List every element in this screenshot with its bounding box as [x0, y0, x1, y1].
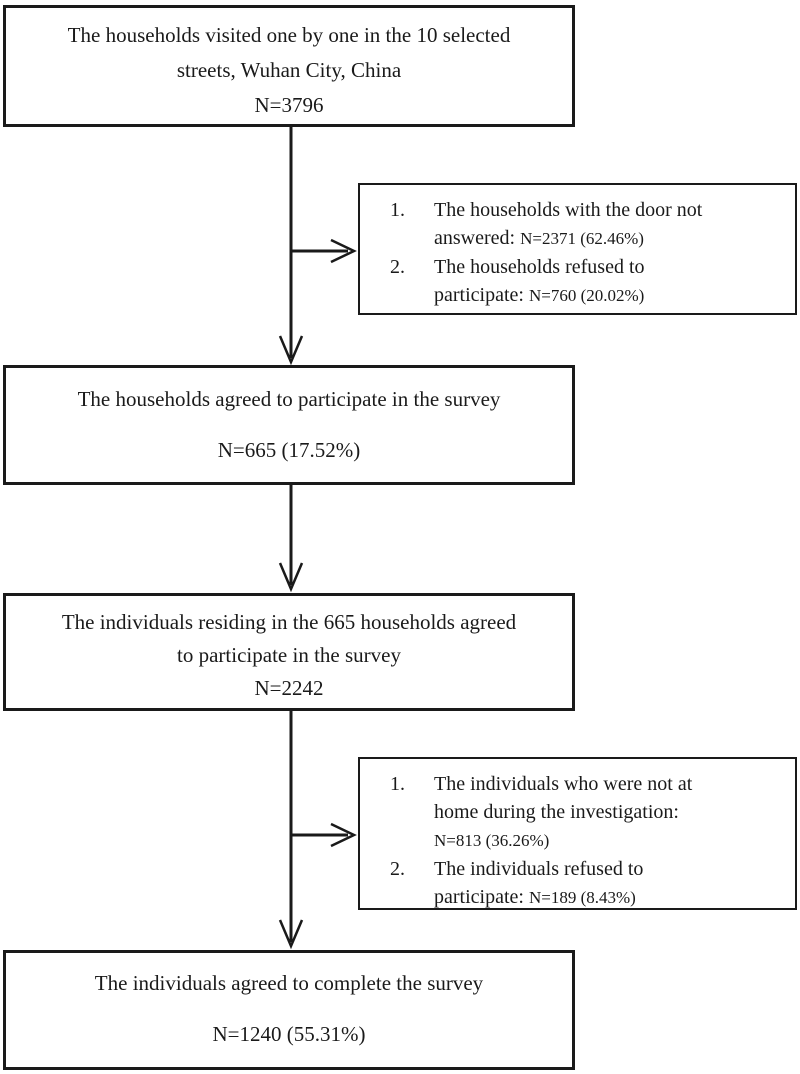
node-line: streets, Wuhan City, China — [176, 58, 402, 82]
node-count: N=665 (17.52%) — [217, 438, 361, 462]
node-line: The households visited one by one in the… — [67, 23, 511, 47]
node-individuals-excluded: 1. The individuals who were not at home … — [358, 757, 797, 910]
list-item-count: N=189 (8.43%) — [528, 888, 636, 907]
list-item-text: The individuals who were not at home dur… — [434, 770, 783, 855]
node-households-excluded: 1. The households with the door not answ… — [358, 183, 797, 315]
list-item-line: The individuals who were not at — [434, 773, 693, 795]
list-item-line: The households refused to — [434, 256, 645, 278]
list-item: 2. The households refused to participate… — [390, 253, 783, 310]
list-item-line: participate: — [434, 886, 524, 908]
list-item-text: The households with the door not answere… — [434, 196, 783, 253]
node-count: N=1240 (55.31%) — [212, 1022, 366, 1046]
list-item-text: The individuals refused to participate: … — [434, 855, 783, 908]
list-item-line: The households with the door not — [434, 199, 703, 221]
node-line: The individuals residing in the 665 hous… — [61, 610, 517, 634]
node-line: The households agreed to participate in … — [77, 387, 501, 411]
node-individuals-residing: The individuals residing in the 665 hous… — [3, 593, 575, 711]
list-item-text: The households refused to participate: N… — [434, 253, 783, 310]
list-item-line: participate: — [434, 284, 524, 306]
list-item-number: 2. — [390, 256, 405, 278]
node-count: N=2242 — [254, 676, 324, 700]
list-item-number: 2. — [390, 858, 405, 880]
list-item-number: 1. — [390, 199, 405, 221]
list-item-line: The individuals refused to — [434, 858, 644, 880]
list-item-count: N=2371 (62.46%) — [520, 229, 644, 248]
arrowhead-down-2 — [278, 562, 304, 593]
arrowhead-down-1 — [278, 335, 304, 366]
node-line: The individuals agreed to complete the s… — [94, 971, 484, 995]
list-item-line: answered: — [434, 227, 516, 249]
list-item: 1. The individuals who were not at home … — [390, 770, 783, 855]
node-line: to participate in the survey — [177, 643, 401, 667]
node-count: N=3796 — [254, 93, 324, 117]
arrowhead-right-2 — [330, 822, 357, 848]
list-item-count: N=760 (20.02%) — [528, 286, 645, 305]
list-item: 2. The individuals refused to participat… — [390, 855, 783, 908]
node-individuals-completed: The individuals agreed to complete the s… — [3, 950, 575, 1070]
list-item-line: home during the investigation: — [434, 801, 679, 823]
list-item-number: 1. — [390, 773, 405, 795]
node-households-visited: The households visited one by one in the… — [3, 5, 575, 127]
list-item-count: N=813 (36.26%) — [434, 831, 550, 850]
node-households-agreed: The households agreed to participate in … — [3, 365, 575, 485]
list-item: 1. The households with the door not answ… — [390, 196, 783, 253]
arrowhead-down-3 — [278, 919, 304, 950]
arrowhead-right-1 — [330, 238, 357, 264]
